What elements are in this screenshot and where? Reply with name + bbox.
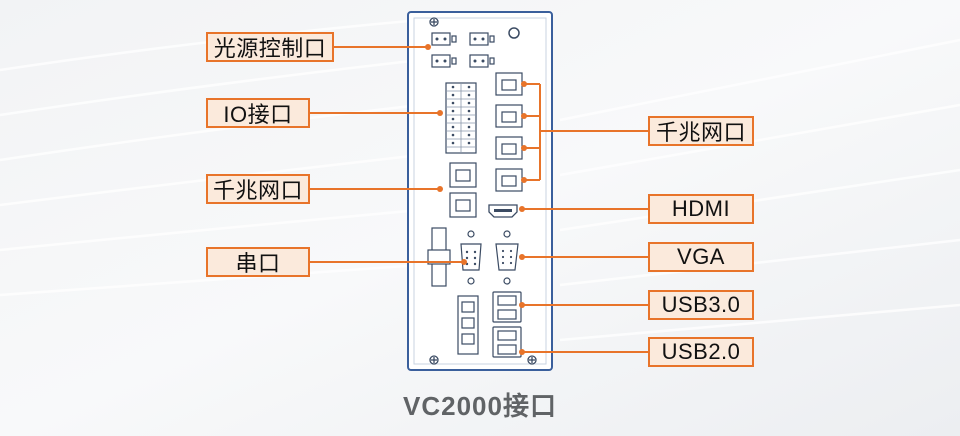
usb2-port	[492, 326, 522, 358]
label-vga: VGA	[648, 242, 754, 272]
device-panel-inner	[413, 17, 547, 365]
diagram-caption: VC2000接口	[403, 391, 557, 421]
label-serial: 串口	[206, 247, 310, 277]
power-indicator	[508, 27, 520, 39]
power-terminal	[457, 295, 479, 355]
label-gigabit-right: 千兆网口	[648, 116, 754, 146]
label-usb3: USB3.0	[648, 290, 754, 320]
label-io: IO接口	[206, 98, 310, 128]
leader-dots	[425, 44, 527, 355]
usb3-port	[492, 291, 522, 323]
label-usb2: USB2.0	[648, 337, 754, 367]
gigabit-port-group-left	[449, 162, 477, 218]
gigabit-port-group-right	[495, 72, 523, 192]
label-light-control: 光源控制口	[206, 32, 334, 62]
label-hdmi: HDMI	[648, 194, 754, 224]
vga-port	[495, 230, 519, 285]
label-gigabit-left: 千兆网口	[206, 174, 310, 204]
io-terminal-block	[445, 82, 477, 154]
light-control-connector	[431, 32, 495, 68]
screw-icon	[429, 17, 537, 365]
leader-lines	[310, 46, 648, 353]
